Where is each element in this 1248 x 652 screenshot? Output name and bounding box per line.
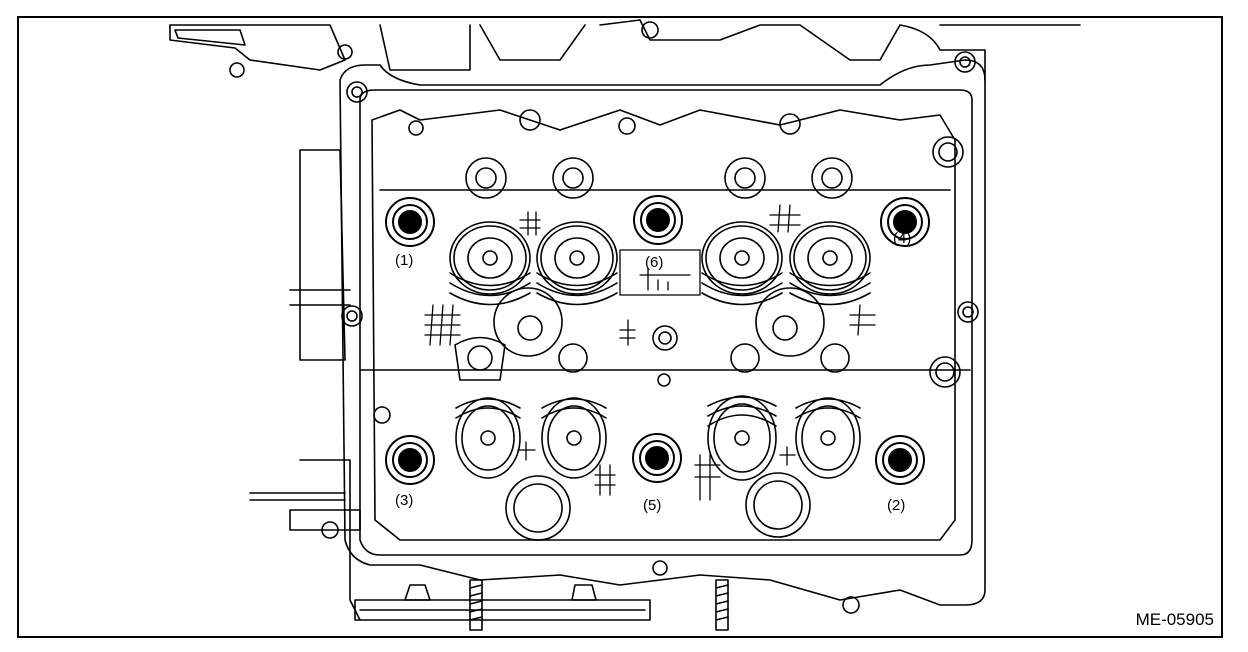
bolt-label-6: (6) xyxy=(645,254,663,271)
head-bolts xyxy=(385,195,930,485)
casting-marks xyxy=(424,204,876,501)
upper-port-bosses xyxy=(454,109,853,387)
bolt-label-4: (4) xyxy=(893,230,911,247)
bolt-labels: (1) (2) (3) (4) (5) (6) xyxy=(395,230,911,514)
bolt-label-2: (2) xyxy=(887,497,905,514)
cylinder-head-body xyxy=(339,51,986,614)
engine-block-outline xyxy=(169,19,1081,621)
valve-springs-lower xyxy=(455,395,861,541)
bolt-label-5: (5) xyxy=(643,497,661,514)
figure-code: ME-05905 xyxy=(1135,610,1214,629)
valve-springs-upper xyxy=(449,221,871,357)
lower-bracket xyxy=(354,579,729,631)
bolt-label-1: (1) xyxy=(395,252,413,269)
figure-frame xyxy=(17,16,1223,638)
bolt-label-3: (3) xyxy=(395,492,413,509)
